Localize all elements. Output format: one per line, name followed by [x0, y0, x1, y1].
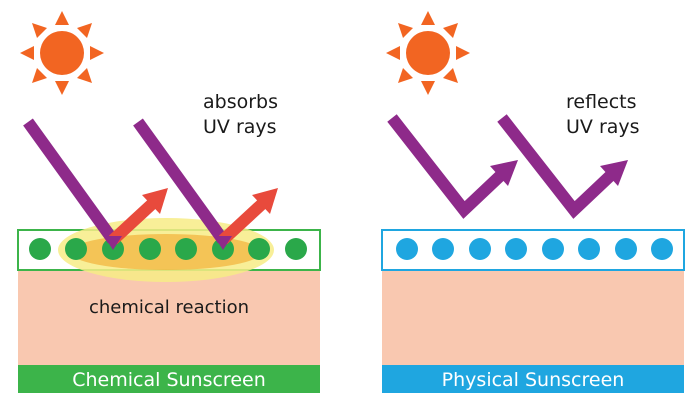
physical-annotation-line2: UV rays	[566, 116, 640, 138]
physical-caption-bar	[382, 365, 684, 393]
physical-skin-layer	[382, 270, 684, 365]
physical-panel: reflects UV rays Physical Sunscreen	[381, 11, 685, 393]
chemical-caption: Chemical Sunscreen	[72, 369, 266, 391]
chemical-panel: absorbs UV rays chemical reaction Chemic…	[17, 11, 321, 393]
chemical-molecules	[29, 238, 307, 260]
reflected-ray-arrowhead	[142, 188, 168, 214]
reflected-ray-arrow	[108, 199, 157, 245]
chemical-caption-bar	[18, 365, 320, 393]
physical-particle	[505, 238, 527, 260]
physical-particles	[396, 238, 673, 260]
chemical-skin-layer	[18, 270, 320, 365]
physical-particle	[651, 238, 673, 260]
chemical-molecule	[175, 238, 197, 260]
physical-film-layer	[381, 229, 685, 271]
chemical-molecule	[248, 238, 270, 260]
uv-ray-arrow	[497, 114, 615, 219]
reflected-ray-arrow	[218, 199, 267, 245]
physical-particle	[542, 238, 564, 260]
physical-particle	[432, 238, 454, 260]
chemical-annotation-line2: UV rays	[203, 116, 277, 138]
physical-particle	[615, 238, 637, 260]
sun-icon	[386, 11, 470, 95]
chemical-molecule	[285, 238, 307, 260]
chemical-annotation-line1: absorbs	[203, 91, 278, 113]
reaction-label: chemical reaction	[89, 297, 249, 318]
physical-particle	[469, 238, 491, 260]
physical-particle	[578, 238, 600, 260]
uv-ray-tip	[104, 236, 122, 250]
uv-ray-tip	[214, 236, 232, 250]
reflected-ray-arrowhead	[252, 188, 278, 214]
sun-icon	[20, 11, 104, 95]
chemical-molecule	[29, 238, 51, 260]
uv-ray-arrow	[387, 114, 505, 219]
physical-particle	[396, 238, 418, 260]
physical-caption: Physical Sunscreen	[442, 369, 625, 391]
physical-annotation-line1: reflects	[566, 91, 637, 113]
uv-ray-arrow	[23, 118, 118, 244]
uv-ray-arrow	[133, 118, 228, 244]
uv-ray-arrowhead	[600, 160, 628, 186]
chemical-molecule	[65, 238, 87, 260]
uv-ray-arrowhead	[490, 160, 518, 186]
chemical-molecule	[139, 238, 161, 260]
